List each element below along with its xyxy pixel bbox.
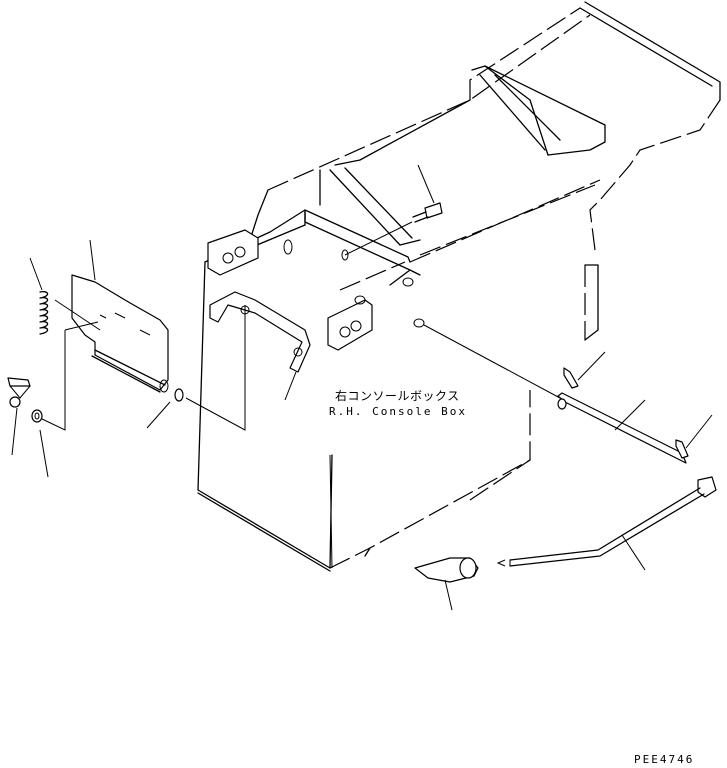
collar [146,305,246,431]
bracket [209,291,311,373]
cotter-pin-upper [563,351,606,389]
cotter-pin-lower [675,414,713,459]
console-box [197,1,721,572]
plate-bracket [71,239,169,393]
spring [29,257,101,431]
knob [414,557,479,611]
clip [7,377,31,456]
mounting-bolt [344,164,443,256]
figure-code: PEE4746 [634,753,695,766]
washer [31,409,49,478]
lever [496,476,717,571]
console-box-label-jp: 右コンソールボックス [335,389,460,403]
shaft [413,318,687,464]
console-box-label-en: R.H. Console Box [329,405,467,418]
